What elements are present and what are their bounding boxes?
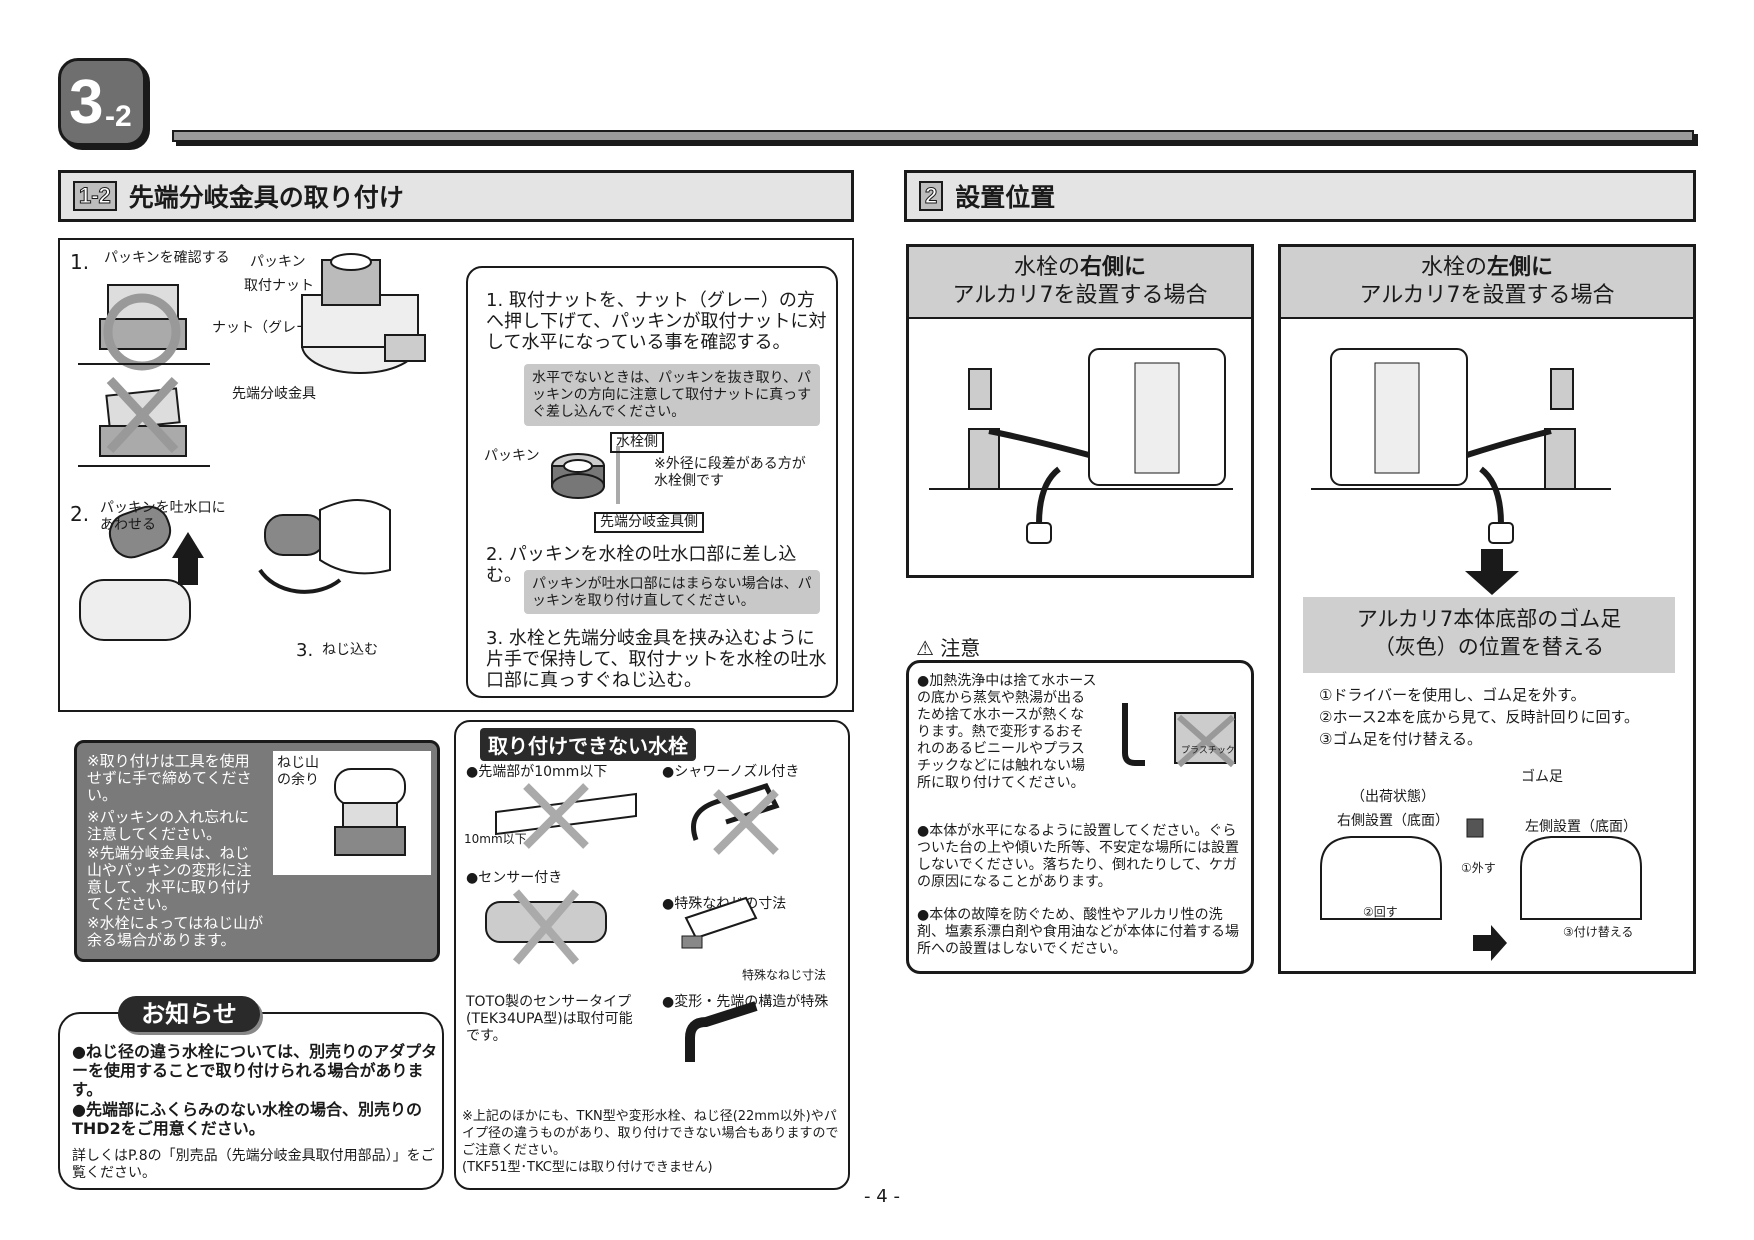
section-sub-number: -2 (105, 100, 132, 133)
notice-title: お知らせ (118, 996, 260, 1032)
left-side-install-panel: 水栓の左側に アルカリ7を設置する場合 アルカリ7本体底部のゴム足 （灰色）の位… (1278, 244, 1696, 974)
section-num-badge: 1-2 (73, 181, 117, 211)
right-case-bold: 右側に (1080, 255, 1147, 280)
nut-callout: 取付ナット (244, 278, 314, 294)
hose-steam-illustration (1122, 703, 1236, 768)
warning-triangle-icon: ⚠ (916, 636, 934, 660)
caution-heading: ⚠ 注意 (916, 632, 980, 661)
left-section-header: 1-2 先端分岐金具の取り付け (58, 170, 854, 222)
step3-number: 3. (296, 640, 314, 661)
plastic-label: プラスチック (1181, 746, 1235, 756)
incompatible-title: 取り付けできない水栓 (480, 728, 696, 761)
rotate-label: ②回す (1363, 905, 1398, 919)
toto-note: TOTO製のセンサータイプ(TEK34UPA型)は取付可能です。 (466, 994, 633, 1044)
right-case-caption: 水栓の右側に アルカリ7を設置する場合 (909, 247, 1251, 319)
left-case-line2: アルカリ7を設置する場合 (1359, 283, 1615, 308)
faucet-side-label: 水栓側 (610, 432, 664, 453)
warning-note-3: ※先端分岐金具は、ねじ山やパッキンの変形に注意して、水平に取り付けてください。 (87, 844, 252, 913)
fitting-side-label: 先端分岐金具側 (594, 512, 704, 533)
page-number: - 4 - (864, 1186, 900, 1207)
instruction-1-note: 水平でないときは、パッキンを抜き取り、パッキンの方向に注意して取付ナットに真っす… (524, 364, 820, 426)
remove-label: ①外す (1461, 861, 1496, 875)
section-title: 先端分岐金具の取り付け (128, 183, 404, 212)
grey-nut-callout: ナット（グレー） (212, 320, 324, 336)
right-case-line2: アルカリ7を設置する場合 (952, 283, 1208, 308)
incompatible-special-thread: ●特殊なねじの寸法 (662, 896, 787, 912)
caution-box: ●加熱洗浄中は捨て水ホースの底から蒸気や熱湯が出るため捨て水ホースが熱くなります… (906, 660, 1254, 974)
instruction-1: 1. 取付ナットを、ナット（グレー）の方へ押し下げて、パッキンが取付ナットに対し… (486, 290, 827, 353)
left-case-bold: 左側に (1487, 255, 1554, 280)
left-case-caption: 水栓の左側に アルカリ7を設置する場合 (1281, 247, 1693, 319)
instruction-2: 2. パッキンを水栓の吐水口部に差し込む。 (486, 544, 797, 586)
step3-caption: ねじ込む (322, 642, 378, 658)
step1-number: 1. (70, 250, 90, 274)
dim-label: 10mm以下 (464, 832, 527, 846)
swap-step-2: ②ホース2本を底から見て、反時計回りに回す。 (1319, 708, 1639, 726)
right-case-pre: 水栓の (1013, 255, 1080, 280)
notice-footer: 詳しくはP.8の「別売品（先端分岐金具取付用部品）」をご覧ください。 (72, 1148, 435, 1181)
left-install-illustration (1311, 348, 1642, 961)
incompatible-tip: ●先端部が10mm以下 (466, 764, 608, 780)
fitting-callout: 先端分岐金具 (232, 386, 316, 402)
swap-step-1: ①ドライバーを使用し、ゴム足を外す。 (1319, 686, 1586, 704)
right-arrow-icon (1473, 925, 1507, 961)
header-rule (172, 130, 1694, 142)
section-num-badge: 2 (919, 181, 944, 211)
installation-steps-panel: 1. パッキンを確認する パッキン 取付ナット ナット（グレー） 先端分岐金具 … (58, 238, 854, 712)
caution-item-2: ●本体が水平になるように設置してください。ぐらついた台の上や傾いた所等、不安定な… (917, 823, 1239, 890)
step1-check-label: パッキンを確認する (104, 250, 230, 266)
left-case-pre: 水栓の (1420, 255, 1487, 280)
special-thread-label: 特殊なねじ寸法 (742, 968, 827, 982)
warning-note-1: ※取り付けは工具を使用せずに手で締めてください。 (87, 752, 252, 804)
right-section-header: 2 設置位置 (904, 170, 1696, 222)
left-bottom-label: 左側設置（底面） (1525, 819, 1637, 835)
ok-circle-icon (103, 293, 181, 371)
step2-number: 2. (70, 502, 90, 526)
replace-label: ③付け替える (1563, 925, 1634, 939)
instruction-3: 3. 水栓と先端分岐金具を挟み込むように片手で保持して、取付ナットを水栓の吐水口… (486, 628, 827, 691)
right-install-illustration (929, 348, 1233, 544)
tool-warning-panel: ※取り付けは工具を使用せずに手で締めてください。 ※パッキンの入れ忘れに注意して… (74, 740, 440, 962)
step-note: ※外径に段差がある方が水栓側です (654, 456, 806, 489)
incompatible-footer: ※上記のほかにも、TKN型や変形水栓、ねじ径(22mm以外)やパイプ径の違うもの… (462, 1109, 839, 1175)
rubber-foot-label: ゴム足 (1521, 769, 1563, 785)
incompatible-deformed: ●変形・先端の構造が特殊 (662, 994, 829, 1010)
section-title: 設置位置 (955, 183, 1056, 212)
thread-label: ねじ山 の余り (277, 755, 319, 788)
right-bottom-label: 右側設置（底面） (1337, 813, 1449, 829)
swap-title: アルカリ7本体底部のゴム足 （灰色）の位置を替える (1303, 597, 1675, 673)
step-illustrations (78, 253, 426, 641)
instructions-box: 1. 取付ナットを、ナット（グレー）の方へ押し下げて、パッキンが取付ナットに対し… (466, 266, 838, 698)
caution-item-1: ●加熱洗浄中は捨て水ホースの底から蒸気や熱湯が出るため捨て水ホースが熱くなります… (917, 673, 1097, 791)
packing-ring-icon (551, 446, 620, 504)
incompatible-illustrations (485, 782, 780, 1062)
instruction-2-note: パッキンが吐水口部にはまらない場合は、パッキンを取り付け直してください。 (524, 570, 820, 614)
caution-item-3: ●本体の故障を防ぐため、酸性やアルカリ性の洗剤、塩素系漂白剤や食用油などが本体に… (917, 907, 1239, 957)
packing-label: パッキン (484, 448, 540, 464)
notice-item-2: ●先端部にふくらみのない水栓の場合、別売りのTHD2をご用意ください。 (72, 1100, 422, 1138)
down-arrow-icon (1465, 549, 1519, 595)
section-badge: 3 -2 (58, 58, 146, 146)
incompatible-shower: ●シャワーノズル付き (662, 764, 800, 780)
step2-caption: パッキンを吐水口に あわせる (100, 500, 226, 533)
right-side-install-panel: 水栓の右側に アルカリ7を設置する場合 (906, 244, 1254, 578)
incompatible-faucets-box: 取り付けできない水栓 ●先端部が10mm以下 ●シャワーノズル付き 10mm以下… (454, 720, 850, 1190)
caution-title: 注意 (940, 636, 981, 660)
notice-item-1: ●ねじ径の違う水栓については、別売りのアダプターを使用することで取り付けられる場… (72, 1042, 438, 1099)
swap-step-3: ③ゴム足を付け替える。 (1319, 730, 1482, 748)
notice-box: お知らせ ●ねじ径の違う水栓については、別売りのアダプターを使用することで取り付… (58, 996, 444, 1190)
warning-note-4: ※水栓によってはねじ山が余る場合があります。 (87, 914, 264, 949)
thread-diagram: ねじ山 の余り (273, 751, 431, 875)
packing-callout: パッキン (250, 254, 306, 270)
shipping-label: （出荷状態） (1351, 789, 1435, 805)
section-number: 3 (69, 68, 104, 137)
warning-note-2: ※パッキンの入れ忘れに注意してください。 (87, 808, 250, 843)
incompatible-sensor: ●センサー付き (466, 870, 563, 886)
